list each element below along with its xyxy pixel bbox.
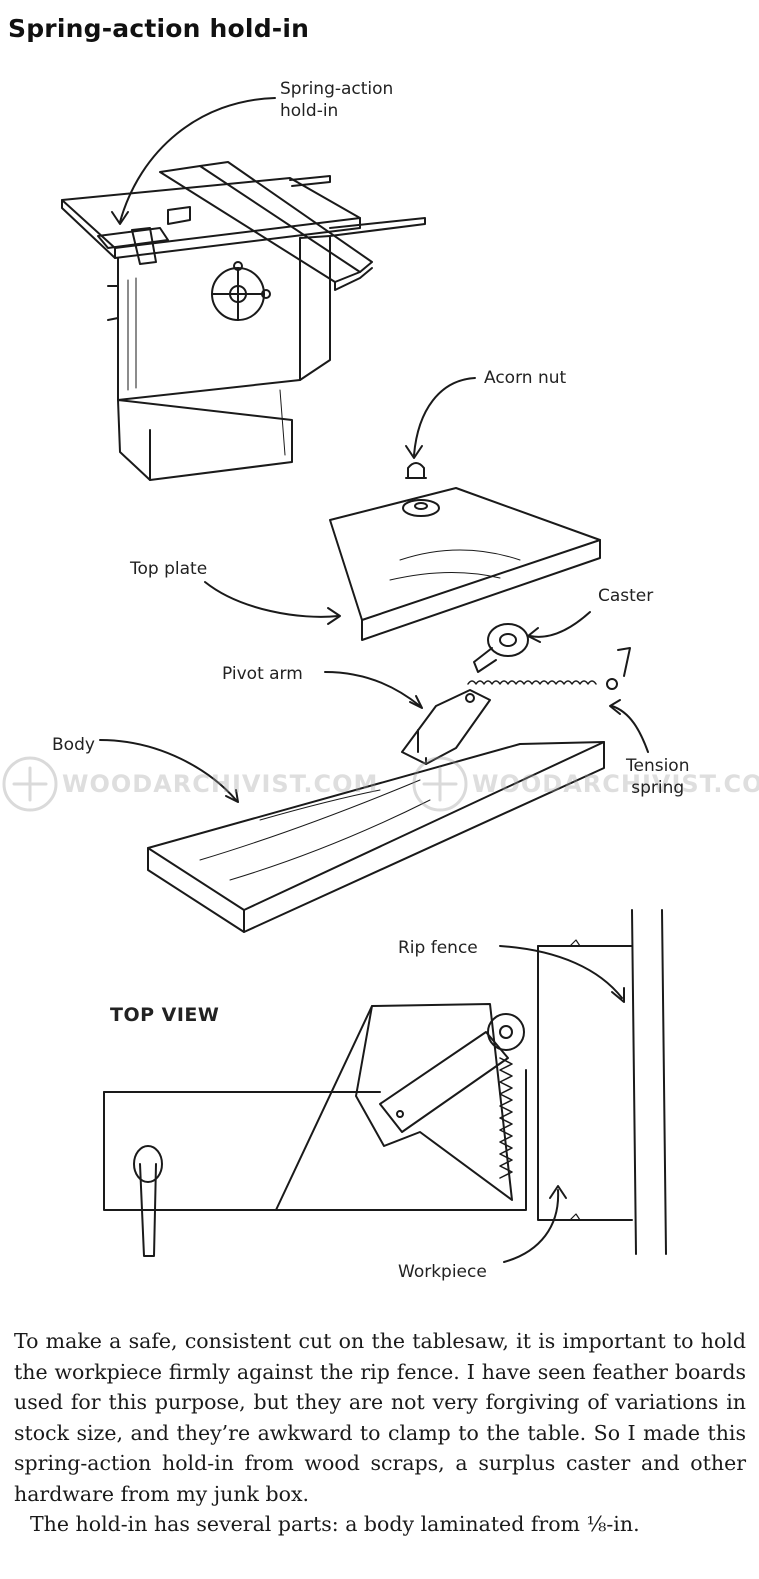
exploded-view-drawing <box>147 462 631 933</box>
label-workpiece: Workpiece <box>398 1262 487 1282</box>
tablesaw-drawing <box>61 161 426 481</box>
label-spring-action-hold-in: Spring-action hold-in <box>280 79 394 121</box>
paragraph: To make a safe, consistent cut on the ta… <box>14 1329 746 1506</box>
label-acorn-nut: Acorn nut <box>484 368 567 388</box>
illustration <box>2 97 667 1263</box>
label-top-plate: Top plate <box>130 559 208 579</box>
callout-arrow <box>119 97 276 223</box>
label-body: Body <box>52 735 95 755</box>
watermark-logo <box>2 756 468 812</box>
top-view-drawing <box>103 909 667 1257</box>
label-pivot-arm: Pivot arm <box>222 664 303 684</box>
article-body: To make a safe, consistent cut on the ta… <box>14 1326 746 1540</box>
watermark-text: WOODARCHIVIST.COM <box>62 770 379 798</box>
label-tension-spring: Tension spring <box>626 756 690 798</box>
paragraph: The hold-in has several parts: a body la… <box>30 1512 640 1536</box>
page-title: Spring-action hold-in <box>8 14 310 43</box>
label-top-view: TOP VIEW <box>110 1004 220 1026</box>
watermark-text: WOODARCHIVIST.COM <box>472 770 759 798</box>
label-caster: Caster <box>598 586 654 606</box>
label-rip-fence: Rip fence <box>398 938 478 958</box>
